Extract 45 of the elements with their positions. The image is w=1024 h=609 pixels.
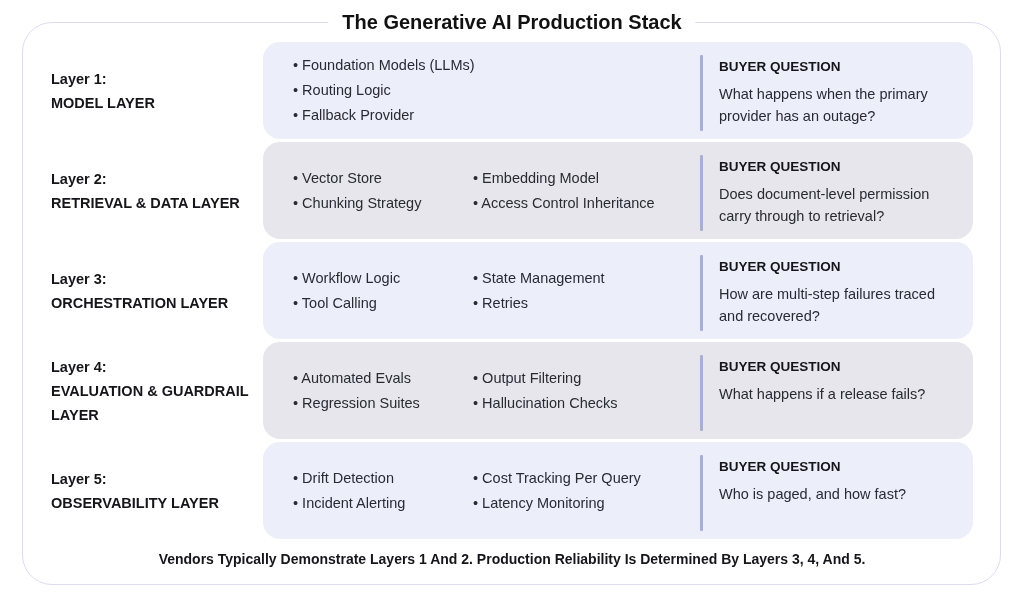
- bullet-item: • Cost Tracking Per Query: [473, 468, 641, 488]
- layer-band: [263, 142, 973, 239]
- bullet-item: • Drift Detection: [293, 468, 394, 488]
- layer-name: ORCHESTRATION LAYER: [51, 293, 229, 313]
- bullet-item: • Vector Store: [293, 168, 382, 188]
- question-text: Who is paged, and how fast?: [719, 485, 907, 504]
- bullet-item: • Hallucination Checks: [473, 393, 618, 413]
- layer-name: OBSERVABILITY LAYER: [51, 493, 219, 513]
- question-text: What happens when the primary provider has an outage?: [719, 85, 929, 126]
- bullet-item: • Workflow Logic: [293, 268, 401, 288]
- question-heading: BUYER QUESTION: [719, 258, 841, 276]
- question-text: How are multi-step failures traced and recovered?: [719, 285, 936, 326]
- question-heading: BUYER QUESTION: [719, 358, 841, 376]
- layer-name: EVALUATION & GUARDRAIL LAYER: [51, 381, 250, 425]
- bullet-item: • Access Control Inheritance: [473, 193, 655, 213]
- bullet-item: • Automated Evals: [293, 368, 411, 388]
- layer-number: Layer 5:: [51, 469, 107, 489]
- layer-number: Layer 3:: [51, 269, 107, 289]
- question-text: Does document-level permission carry through to retrieval?: [719, 185, 931, 226]
- layer-band: [263, 442, 973, 539]
- layer-band: [263, 342, 973, 439]
- caption-text: Vendors Typically Demonstrate Layers 1 And 2. Production Reliability Is Determined By Layers 3, 4, And 5.: [158, 550, 866, 569]
- bullet-item: • Retries: [473, 293, 529, 313]
- layer-number: Layer 4:: [51, 357, 107, 377]
- layer-band: [263, 242, 973, 339]
- layer-number: Layer 1:: [51, 69, 107, 89]
- bullet-item: • Output Filtering: [473, 368, 582, 388]
- bullet-item: • Routing Logic: [293, 81, 391, 100]
- question-heading: BUYER QUESTION: [719, 58, 841, 76]
- layer-name: RETRIEVAL & DATA LAYER: [51, 193, 240, 213]
- bullet-item: • Latency Monitoring: [473, 493, 605, 513]
- question-text: What happens if a release fails?: [719, 385, 927, 404]
- layer-name: MODEL LAYER: [51, 93, 155, 113]
- bullet-item: • Tool Calling: [293, 293, 377, 313]
- layer-number: Layer 2:: [51, 169, 107, 189]
- bullet-item: • Incident Alerting: [293, 493, 406, 513]
- layer-band: [263, 42, 973, 139]
- bullet-item: • Embedding Model: [473, 168, 599, 188]
- bullet-item: • Chunking Strategy: [293, 193, 422, 213]
- question-heading: BUYER QUESTION: [719, 158, 841, 176]
- bullet-item: • Foundation Models (LLMs): [293, 56, 475, 75]
- question-heading: BUYER QUESTION: [719, 458, 841, 476]
- bullet-item: • State Management: [473, 268, 605, 288]
- bullet-item: • Fallback Provider: [293, 106, 415, 125]
- bullet-item: • Regression Suites: [293, 393, 420, 413]
